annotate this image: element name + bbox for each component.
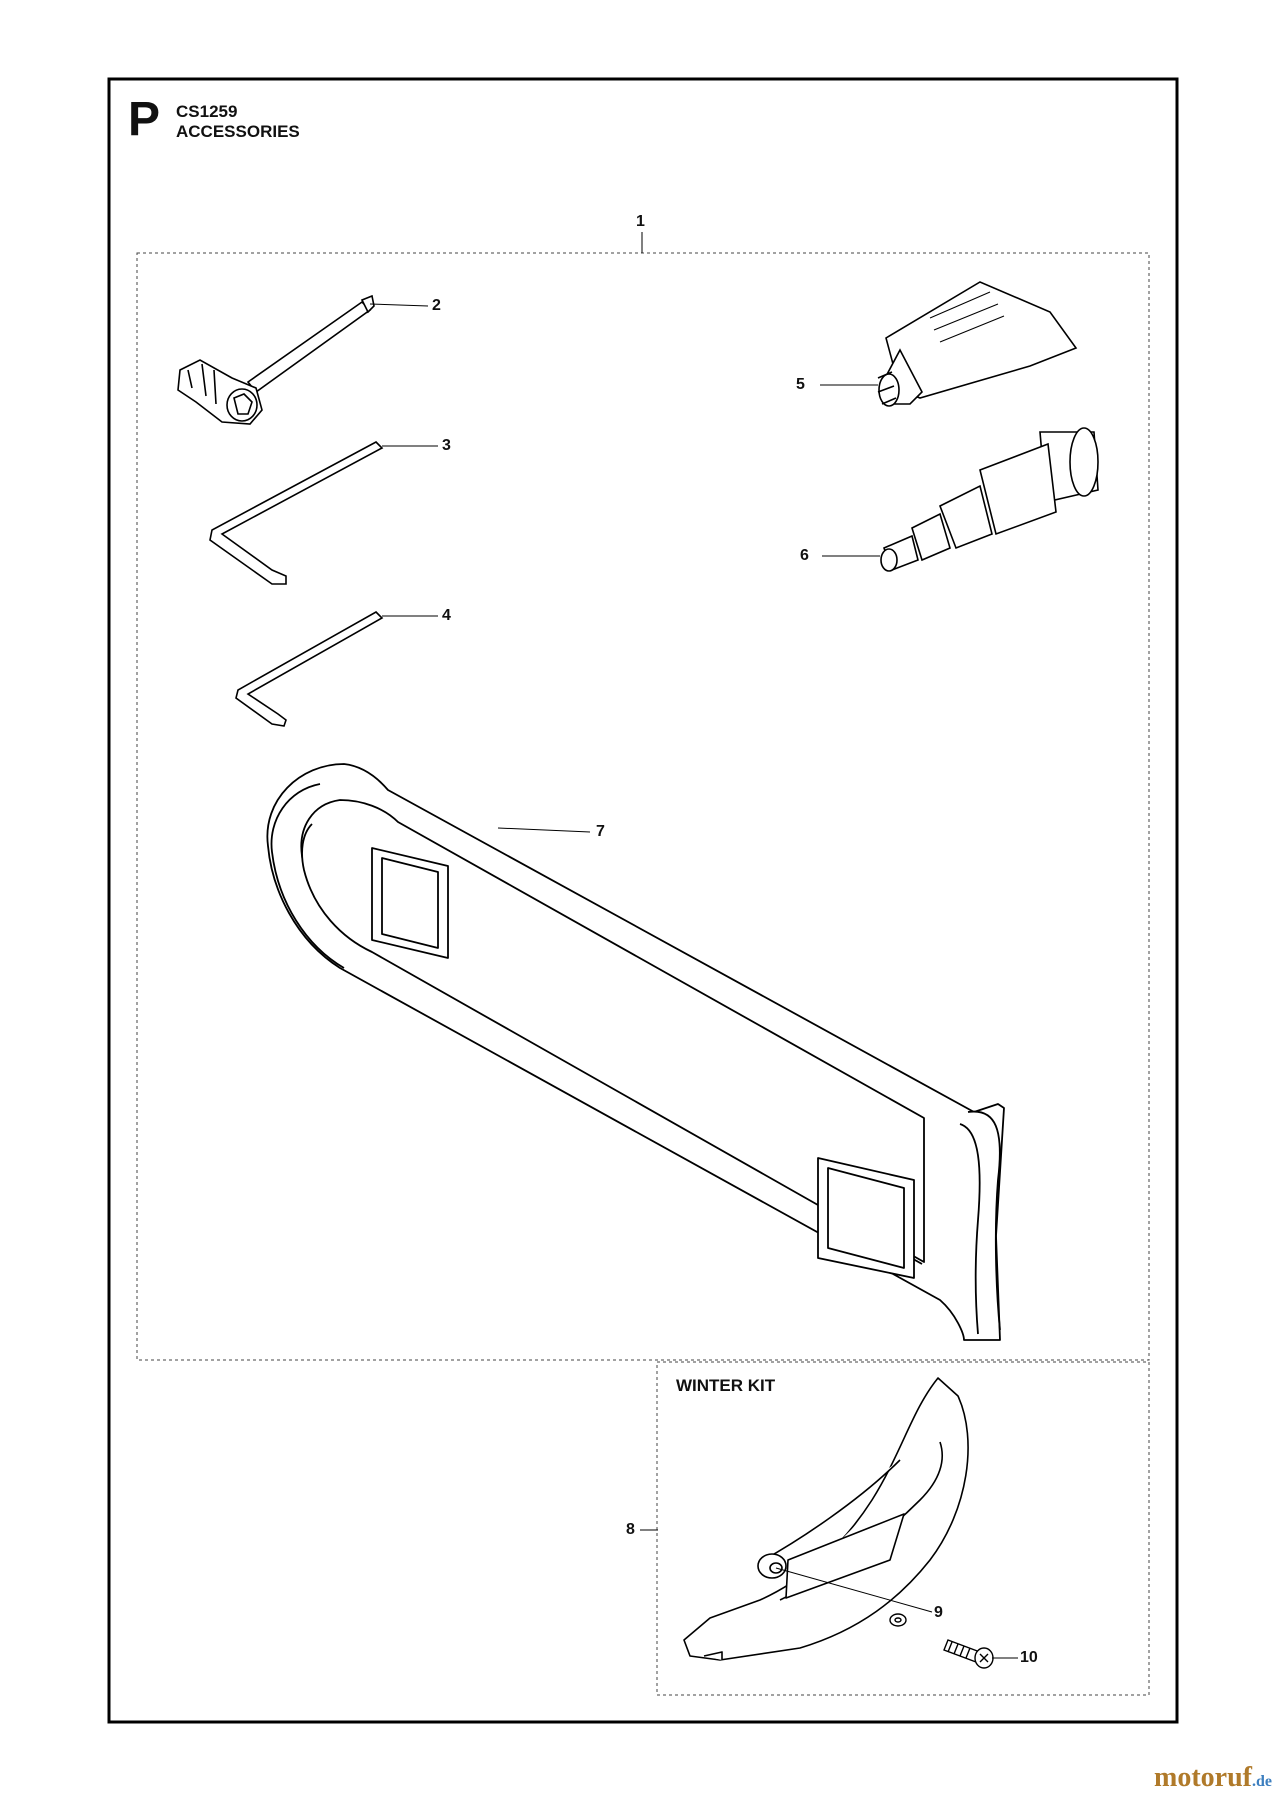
grease-gun xyxy=(880,427,1099,572)
outer-frame xyxy=(107,77,1179,1724)
page-title: ACCESSORIES xyxy=(176,122,300,141)
combination-spanner xyxy=(177,294,375,425)
winter-kit-box xyxy=(656,1361,1150,1696)
callout-5: 5 xyxy=(796,376,805,393)
hex-key-large xyxy=(209,441,384,585)
watermark-suffix: .de xyxy=(1252,1773,1272,1790)
winter-kit-title: WINTER KIT xyxy=(676,1376,776,1395)
grease-tube xyxy=(877,281,1078,407)
leader-line-9 xyxy=(775,1567,933,1613)
bar-guard xyxy=(266,763,1005,1341)
accessory-kit-box xyxy=(136,252,1150,1361)
leader-line-2 xyxy=(369,303,429,307)
callout-4: 4 xyxy=(442,607,451,624)
callout-8: 8 xyxy=(626,1521,635,1538)
winter-kit-cover xyxy=(683,1377,969,1661)
callout-6: 6 xyxy=(800,547,809,564)
callout-3: 3 xyxy=(442,437,451,454)
leader-line-7 xyxy=(497,827,591,833)
model-number: CS1259 xyxy=(176,102,238,121)
hex-key-small xyxy=(235,611,384,727)
callout-7: 7 xyxy=(596,823,605,840)
callout-2: 2 xyxy=(432,297,441,314)
callout-10: 10 xyxy=(1020,1649,1038,1666)
section-letter: P xyxy=(128,93,161,146)
screw xyxy=(943,1639,994,1669)
watermark-brand: motoruf xyxy=(1154,1762,1252,1793)
callout-9: 9 xyxy=(934,1604,943,1621)
callout-1: 1 xyxy=(636,213,645,230)
washer xyxy=(889,1613,907,1627)
watermark-logo: motoruf.de xyxy=(1154,1762,1272,1794)
